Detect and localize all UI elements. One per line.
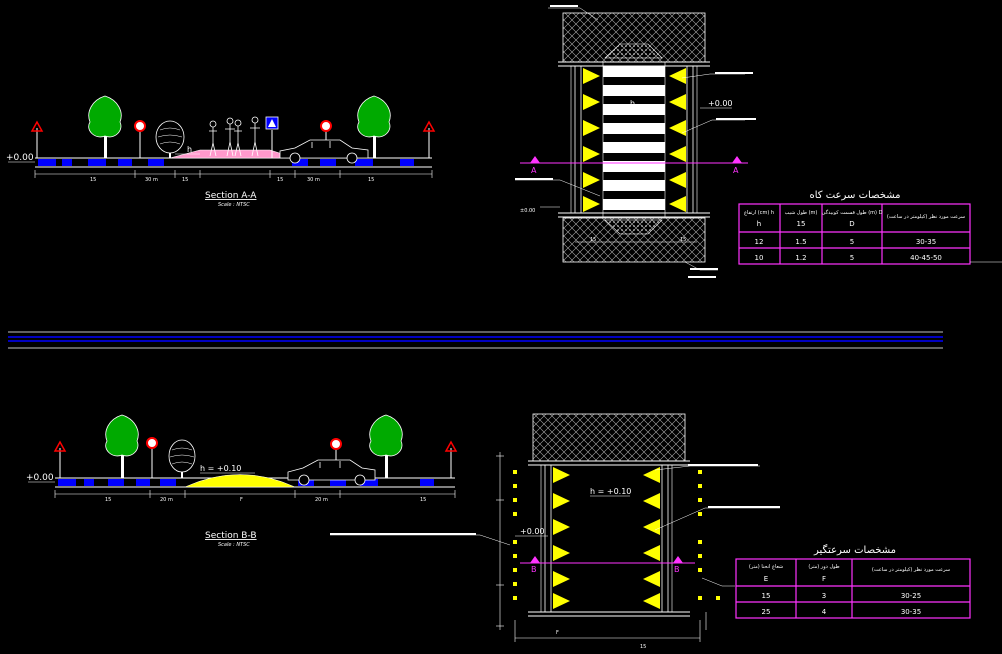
plan-b-triangles-left bbox=[553, 467, 570, 609]
section-a-pedestrians bbox=[209, 116, 260, 157]
plan-a-h-label: h bbox=[630, 99, 635, 108]
section-b-car bbox=[287, 459, 376, 486]
plan-a-triangles-right bbox=[669, 68, 686, 212]
section-b-warning-sign-left bbox=[53, 440, 67, 478]
section-b-round-sign-left bbox=[146, 437, 158, 478]
table-2-subheader-1: E bbox=[764, 575, 768, 583]
table-1-title: مشخصات سرعت کاه bbox=[810, 190, 901, 201]
section-a-dim-3: 15 bbox=[182, 177, 188, 183]
section-b-scale: Scale : NTSC bbox=[218, 542, 250, 548]
plan-b-h-label: h = +0.10 bbox=[590, 487, 631, 496]
section-b-dim-2: 20 m bbox=[160, 497, 173, 503]
table-2-header-3: سرعت مورد نظر (کیلومتر در ساعت) bbox=[872, 567, 950, 573]
plan-a-crosswalk: A A h +0.00 ±0.00 15 15 bbox=[515, 5, 756, 278]
plan-a-level: +0.00 bbox=[708, 99, 733, 108]
section-a-elevation: 15 30 m 15 15 30 m 15 +0.00 h bbox=[6, 95, 436, 208]
table-1-header-4: سرعت مورد نظر (کیلومتر در ساعت) bbox=[887, 214, 965, 220]
plan-b-triangles-right bbox=[643, 467, 660, 609]
section-b-dim-1: 15 bbox=[105, 497, 111, 503]
section-a-dim-2: 30 m bbox=[145, 177, 158, 183]
plan-b-speed-hump: B B h = +0.10 +0.00 F 15 bbox=[330, 413, 780, 650]
table-2-subheader-2: F bbox=[822, 575, 826, 583]
plan-a-dim-2: 15 bbox=[680, 237, 686, 243]
table-1-header-3: طول قسمت کوبیدگی (m) D bbox=[822, 209, 883, 216]
plan-b-dim-2: 15 bbox=[640, 644, 646, 650]
section-b-dim-3: F bbox=[240, 497, 243, 503]
table-2-cell: 30-35 bbox=[901, 608, 921, 616]
plan-b-dim-1: F bbox=[556, 630, 559, 636]
plan-a-triangles-left bbox=[583, 68, 600, 212]
table-1-cell: 1.2 bbox=[795, 254, 806, 262]
section-a-car bbox=[279, 139, 369, 164]
sheet-separator bbox=[8, 331, 943, 349]
table-1-header-2: طول شیب (m) bbox=[785, 210, 818, 216]
plan-a-zebra-stripes bbox=[603, 66, 665, 210]
section-b-speed-hump bbox=[184, 474, 296, 488]
table-2-cell: 15 bbox=[762, 592, 771, 600]
plan-a-dim-1: 15 bbox=[590, 237, 596, 243]
table-2-header-2: طول دور (متر) bbox=[808, 564, 839, 570]
table-2-cell: 3 bbox=[822, 592, 826, 600]
section-a-dim-1: 15 bbox=[90, 177, 96, 183]
section-a-title: Section A-A bbox=[205, 191, 257, 201]
table-2: مشخصات سرعتگیر شعاع انحنا (متر) طول دور … bbox=[735, 544, 971, 619]
table-1-subheader-2: 15 bbox=[797, 220, 806, 228]
plan-b-cut-label-left: B bbox=[531, 565, 537, 574]
table-2-title: مشخصات سرعتگیر bbox=[813, 544, 896, 556]
plan-b-cut-label-right: B bbox=[674, 565, 680, 574]
section-a-h-label: h bbox=[187, 145, 192, 154]
plan-b-level: +0.00 bbox=[520, 527, 545, 536]
section-b-warning-sign-right bbox=[444, 440, 458, 478]
section-a-crosswalk-sign bbox=[265, 116, 279, 158]
section-a-warning-sign-left bbox=[30, 120, 44, 158]
plan-a-cut-label-left: A bbox=[531, 166, 537, 175]
table-1-cell: 12 bbox=[755, 238, 764, 246]
section-b-dim-5: 15 bbox=[420, 497, 426, 503]
table-1-cell: 30-35 bbox=[916, 238, 936, 246]
section-b-level: +0.00 bbox=[26, 473, 54, 483]
section-a-pavement-marks bbox=[38, 159, 414, 166]
plan-b-side-markers bbox=[513, 470, 720, 600]
plan-a-side-level: ±0.00 bbox=[520, 208, 535, 214]
plan-a-cut-label-right: A bbox=[733, 166, 739, 175]
table-1-cell: 5 bbox=[850, 238, 854, 246]
section-a-tree-middle bbox=[155, 120, 185, 158]
section-a-level: +0.00 bbox=[6, 153, 34, 163]
section-a-dim-5: 30 m bbox=[307, 177, 320, 183]
section-a-tree-left bbox=[88, 95, 122, 158]
section-b-h-label: h = +0.10 bbox=[200, 464, 241, 473]
table-2-cell: 30-25 bbox=[901, 592, 921, 600]
table-1-subheader-1: h bbox=[757, 220, 761, 228]
section-a-warning-sign-right bbox=[422, 120, 436, 158]
table-1-cell: 40-45-50 bbox=[910, 254, 942, 262]
section-b-title: Section B-B bbox=[205, 531, 257, 541]
table-1: مشخصات سرعت کاه ارتفاع (cm) h طول شیب (m… bbox=[738, 190, 1002, 265]
section-b-tree-middle bbox=[168, 439, 196, 478]
table-1-header-1: ارتفاع (cm) h bbox=[744, 210, 774, 216]
section-b-tree-right bbox=[369, 414, 403, 478]
table-2-cell: 25 bbox=[762, 608, 771, 616]
section-a-round-sign-left bbox=[134, 120, 146, 158]
table-1-subheader-3: D bbox=[849, 220, 854, 228]
table-1-cell: 5 bbox=[850, 254, 854, 262]
section-b-elevation: 15 20 m F 20 m 15 +0.00 h = +0.10 bbox=[26, 414, 458, 548]
table-1-cell: 1.5 bbox=[795, 238, 806, 246]
section-a-dim-6: 15 bbox=[368, 177, 374, 183]
section-a-scale: Scale : NTSC bbox=[218, 202, 250, 208]
section-b-dim-4: 20 m bbox=[315, 497, 328, 503]
plan-a-note-bars bbox=[515, 5, 756, 278]
table-2-cell: 4 bbox=[822, 608, 827, 616]
section-b-tree-left bbox=[105, 414, 139, 478]
table-2-header-1: شعاع انحنا (متر) bbox=[749, 564, 783, 570]
section-a-dim-4: 15 bbox=[277, 177, 283, 183]
plan-b-note-bars bbox=[330, 464, 780, 535]
section-a-tree-right bbox=[357, 95, 391, 158]
table-1-cell: 10 bbox=[755, 254, 764, 262]
